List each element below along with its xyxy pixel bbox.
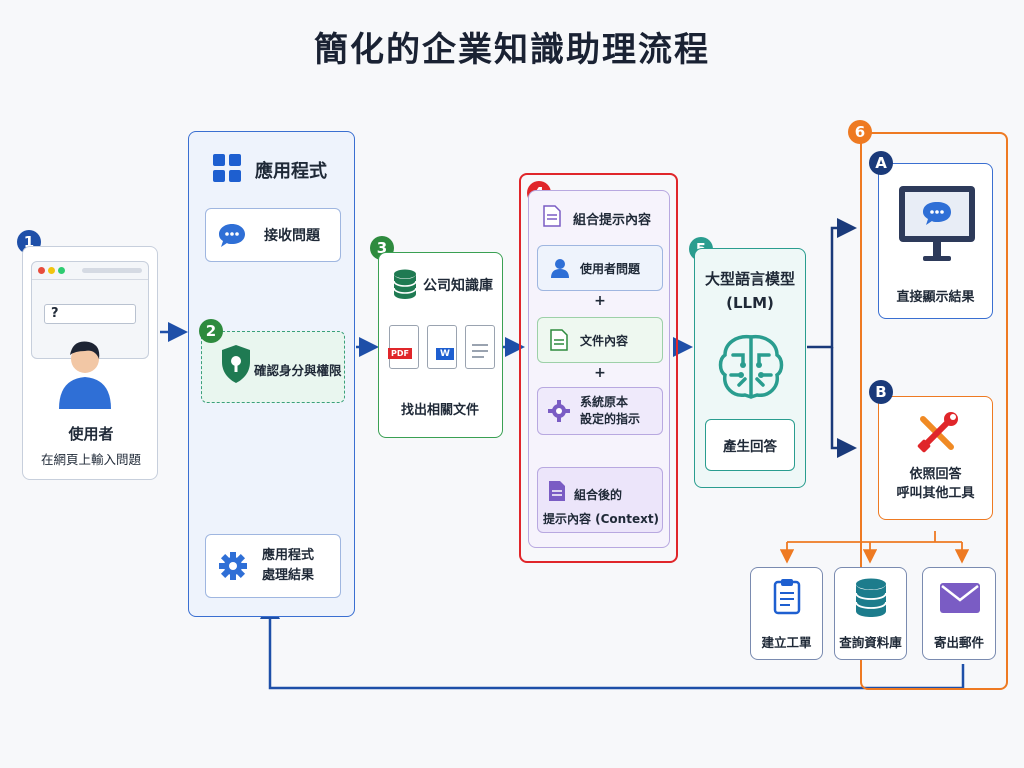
receive-label: 接收問題 bbox=[264, 228, 320, 244]
user-desc: 在網頁上輸入問題 bbox=[40, 452, 141, 467]
monitor-icon bbox=[899, 186, 975, 261]
auth-label: 確認身分與權限 bbox=[254, 363, 342, 378]
combined-context-card: 組合後的 提示內容 (Context) bbox=[537, 467, 663, 533]
gear-icon bbox=[219, 552, 247, 580]
user-panel: ? 使用者 在網頁上輸入問題 bbox=[22, 246, 158, 480]
tool-send-email[interactable]: 寄出郵件 bbox=[922, 567, 996, 660]
page-title: 簡化的企業知識助理流程 bbox=[314, 30, 710, 70]
browser-window: ? bbox=[31, 261, 149, 359]
prompt-outer bbox=[519, 173, 678, 563]
process-line2: 處理結果 bbox=[262, 568, 315, 583]
llm-title: 大型語言模型 bbox=[704, 270, 795, 288]
tool-create-ticket[interactable]: 建立工單 bbox=[750, 567, 823, 660]
display-result-panel: 直接顯示結果 bbox=[878, 163, 993, 319]
brain-circuit-icon bbox=[718, 334, 784, 399]
plus-sign: + bbox=[594, 293, 606, 309]
auth-card: 確認身分與權限 bbox=[201, 331, 345, 403]
word-file-icon: W bbox=[427, 325, 457, 369]
mail-icon bbox=[940, 583, 980, 613]
shield-lock-icon bbox=[222, 345, 250, 383]
option-b-badge: B bbox=[869, 380, 893, 404]
call-tools-line2: 呼叫其他工具 bbox=[896, 486, 975, 501]
settings-gear-icon bbox=[548, 400, 570, 422]
call-tools-line1: 依照回答 bbox=[909, 467, 962, 482]
receive-card: 接收問題 bbox=[205, 208, 341, 262]
pdf-file-icon: PDF bbox=[388, 325, 419, 369]
llm-subtitle: (LLM) bbox=[726, 294, 774, 312]
prompt-title: 組合提示內容 bbox=[573, 213, 652, 228]
prompt-panel: 組合提示內容 使用者問題 + 文件內容 + 系統原本 設定的指示 bbox=[528, 190, 670, 548]
tool-label: 建立工單 bbox=[761, 635, 812, 650]
user-icon bbox=[59, 341, 111, 409]
doc-content-card: 文件內容 bbox=[537, 317, 663, 363]
display-result-label: 直接顯示結果 bbox=[896, 290, 975, 305]
step2-badge: 2 bbox=[199, 319, 223, 343]
user-question-card: 使用者問題 bbox=[537, 245, 663, 291]
text-file-icon bbox=[465, 325, 495, 369]
arrow-llm-a bbox=[807, 218, 857, 349]
arrow-return bbox=[260, 599, 965, 690]
process-line1: 應用程式 bbox=[262, 548, 315, 563]
call-tools-panel: 依照回答 呼叫其他工具 bbox=[878, 396, 993, 520]
llm-panel: 大型語言模型 (LLM) 產生回答 bbox=[694, 248, 806, 488]
app-panel: 應用程式 接收問題 確認身分與權限 應用程式 處理結果 bbox=[188, 131, 355, 617]
option-a-badge: A bbox=[869, 151, 893, 175]
database-icon bbox=[855, 578, 887, 617]
tool-query-db[interactable]: 查詢資料庫 bbox=[834, 567, 907, 660]
output-panel bbox=[860, 132, 1008, 690]
document-icon bbox=[543, 205, 561, 227]
system-instruction-card: 系統原本 設定的指示 bbox=[537, 387, 663, 435]
plus-sign: + bbox=[594, 365, 606, 381]
text-doc-icon bbox=[550, 329, 568, 351]
kb-find: 找出相關文件 bbox=[400, 403, 479, 418]
process-card: 應用程式 處理結果 bbox=[205, 534, 341, 598]
user-name: 使用者 bbox=[68, 425, 114, 443]
tool-label: 寄出郵件 bbox=[933, 635, 984, 650]
person-icon bbox=[551, 259, 569, 278]
database-icon bbox=[393, 269, 417, 299]
prompt-doc-icon bbox=[549, 481, 565, 501]
arrow-llm-b bbox=[830, 347, 857, 458]
step6-badge: 6 bbox=[848, 120, 872, 144]
chat-icon bbox=[219, 224, 245, 247]
tools-icon bbox=[917, 412, 958, 453]
kb-title: 公司知識庫 bbox=[423, 278, 493, 294]
query-input[interactable]: ? bbox=[44, 304, 136, 324]
generate-answer-card: 產生回答 bbox=[705, 419, 795, 471]
grid-icon bbox=[213, 154, 241, 182]
kb-panel: 公司知識庫 PDF W 找出相關文件 bbox=[378, 252, 503, 438]
app-title: 應用程式 bbox=[255, 161, 327, 182]
tool-label: 查詢資料庫 bbox=[839, 635, 902, 650]
clipboard-icon bbox=[773, 579, 801, 615]
